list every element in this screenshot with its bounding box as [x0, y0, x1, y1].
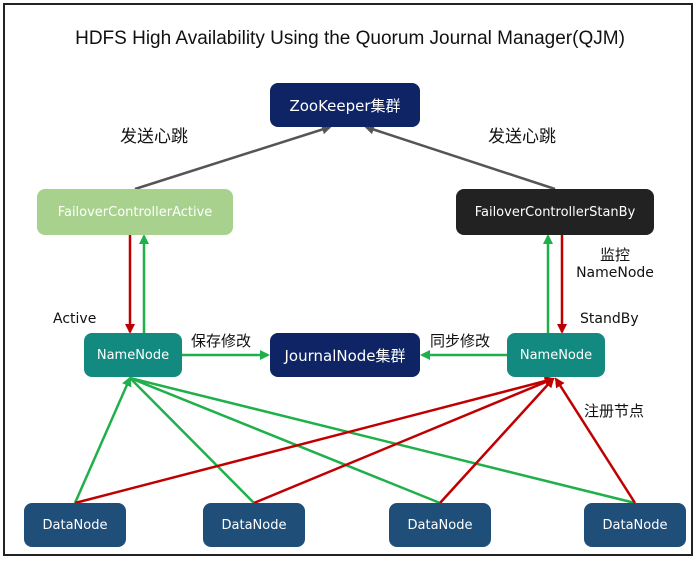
failover-controller-standby-box: FailoverControllerStanBy — [456, 189, 654, 235]
monitor-label: 监控 NameNode — [572, 244, 658, 281]
datanode-box-3: DataNode — [389, 503, 491, 547]
zookeeper-cluster-box: ZooKeeper集群 — [270, 83, 420, 127]
arrow-datanode2-to-namenode-standby — [253, 377, 555, 505]
save-changes-label: 保存修改 — [191, 332, 252, 350]
monitor-label-line1: 监控 — [599, 246, 630, 264]
active-state-label: Active — [53, 311, 97, 327]
standby-state-label: StandBy — [580, 311, 639, 327]
arrow-fc-standby-to-zookeeper — [364, 124, 556, 191]
arrow-datanode3-to-namenode-standby — [439, 377, 555, 504]
failover-controller-active-box: FailoverControllerActive — [37, 189, 233, 235]
diagram-title: HDFS High Availability Using the Quorum … — [75, 28, 625, 49]
namenode-standby-box: NameNode — [507, 333, 605, 377]
arrow-namenode-active-to-datanode2 — [129, 377, 255, 504]
namenode-active-box: NameNode — [84, 333, 182, 377]
heartbeat-label-left: 发送心跳 — [120, 127, 188, 147]
heartbeat-label-right: 发送心跳 — [488, 127, 556, 147]
datanode-box-1: DataNode — [24, 503, 126, 547]
register-node-label: 注册节点 — [584, 402, 645, 420]
sync-changes-label: 同步修改 — [430, 332, 491, 350]
journalnode-cluster-box: JournalNode集群 — [270, 333, 420, 377]
arrow-fc-active-to-zookeeper — [134, 124, 332, 191]
arrow-namenode-active-to-datanode3 — [129, 376, 441, 505]
arrow-datanode1-to-namenode-active — [73, 376, 132, 504]
datanode-box-4: DataNode — [584, 503, 686, 547]
arrow-namenode-active-to-datanode4 — [129, 376, 636, 505]
datanode-box-2: DataNode — [203, 503, 305, 547]
arrow-datanode1-to-namenode-standby — [74, 376, 555, 505]
monitor-label-line2: NameNode — [576, 265, 654, 281]
arrow-datanode4-to-namenode-standby — [554, 377, 637, 504]
